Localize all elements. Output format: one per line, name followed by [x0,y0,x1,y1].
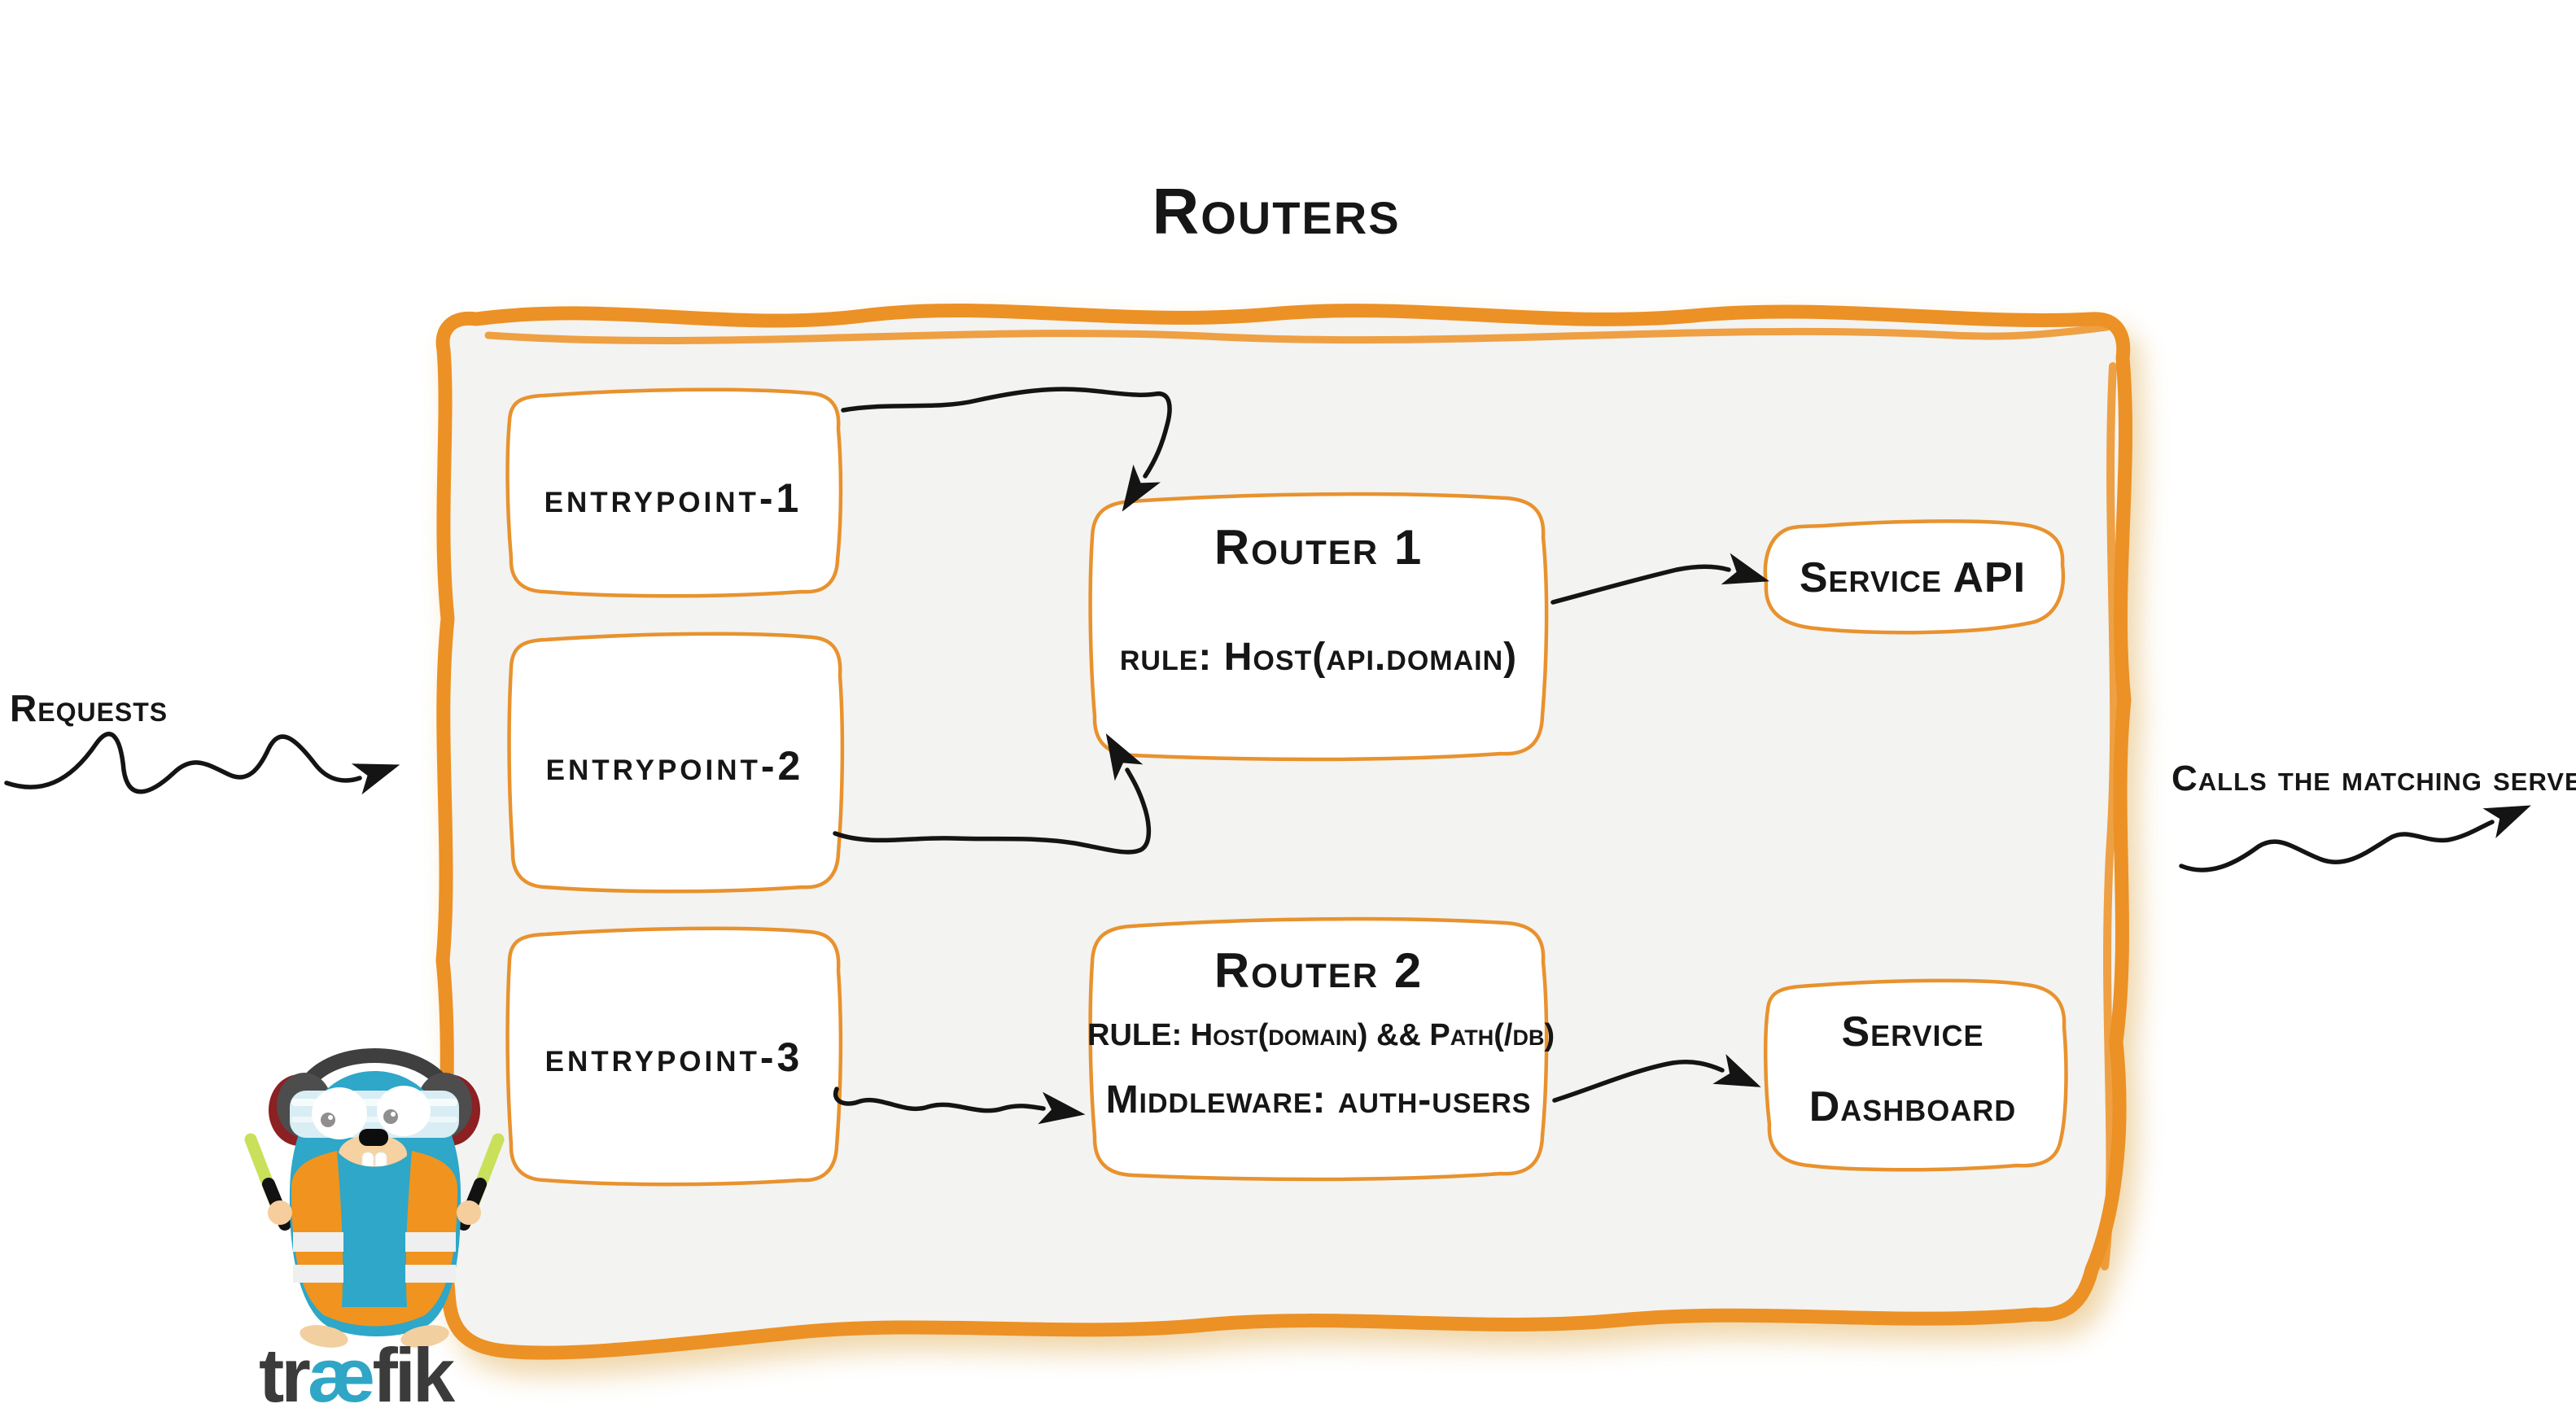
container-brush-right [2101,362,2119,1270]
ep3-to-router2-arrow [833,1087,1086,1125]
service-dashboard-box [1763,978,2068,1172]
calls-arrow [2179,805,2531,872]
vest-chest-opening [337,1151,412,1307]
entrypoint-2-box [507,632,845,894]
wordmark-tr: tr [259,1332,311,1408]
wordmark-ae: æ [307,1332,376,1408]
ep1-to-router1-arrow [841,387,1172,512]
ep2-to-router1-arrow [833,733,1152,855]
entrypoint-1-label: entrypoint-1 [544,475,803,521]
right-hand [457,1200,481,1225]
requests-label: Requests [10,687,168,729]
traefik-gopher-logo [244,1048,505,1348]
router-2-rule: RULE: Host(domain) && Path(/db) [1087,1018,1555,1052]
entrypoint-2-label: entrypoint-2 [545,743,804,789]
requests-arrow [4,732,400,795]
service-api-box [1763,519,2066,635]
left-foot [300,1325,348,1348]
diagram-title: Routers [1152,175,1401,247]
left-hand [268,1200,292,1225]
router1-to-serviceapi-arrow [1550,553,1770,605]
calls-label: Calls the matching server [2171,759,2576,798]
router-2-title: Router 2 [1214,943,1424,998]
wordmark-fik: fik [372,1332,455,1408]
router-2-box [1088,916,1549,1182]
entrypoint-1-box [505,387,843,598]
service-dashboard-label: Service Dashboard [1808,1008,2017,1130]
entrypoint-3-label: entrypoint-3 [545,1034,803,1080]
nose [359,1129,388,1146]
entrypoint-3-box [505,926,843,1187]
router-1-rule: rule: Host(api.domain) [1119,636,1518,679]
container-brush-top [484,323,2110,344]
router-2-middleware: Middleware: auth-users [1105,1078,1532,1122]
right-foot [400,1325,449,1348]
router2-to-dashboard-arrow [1552,1054,1761,1103]
service-api-label: Service API [1799,554,2027,601]
vest-reflective-stripes [293,1232,456,1283]
router-1-box [1088,492,1549,762]
router-1-title: Router 1 [1214,520,1424,575]
traefik-wordmark: træfik [259,1336,455,1408]
left-eye [312,1087,367,1139]
right-eye [377,1086,431,1136]
